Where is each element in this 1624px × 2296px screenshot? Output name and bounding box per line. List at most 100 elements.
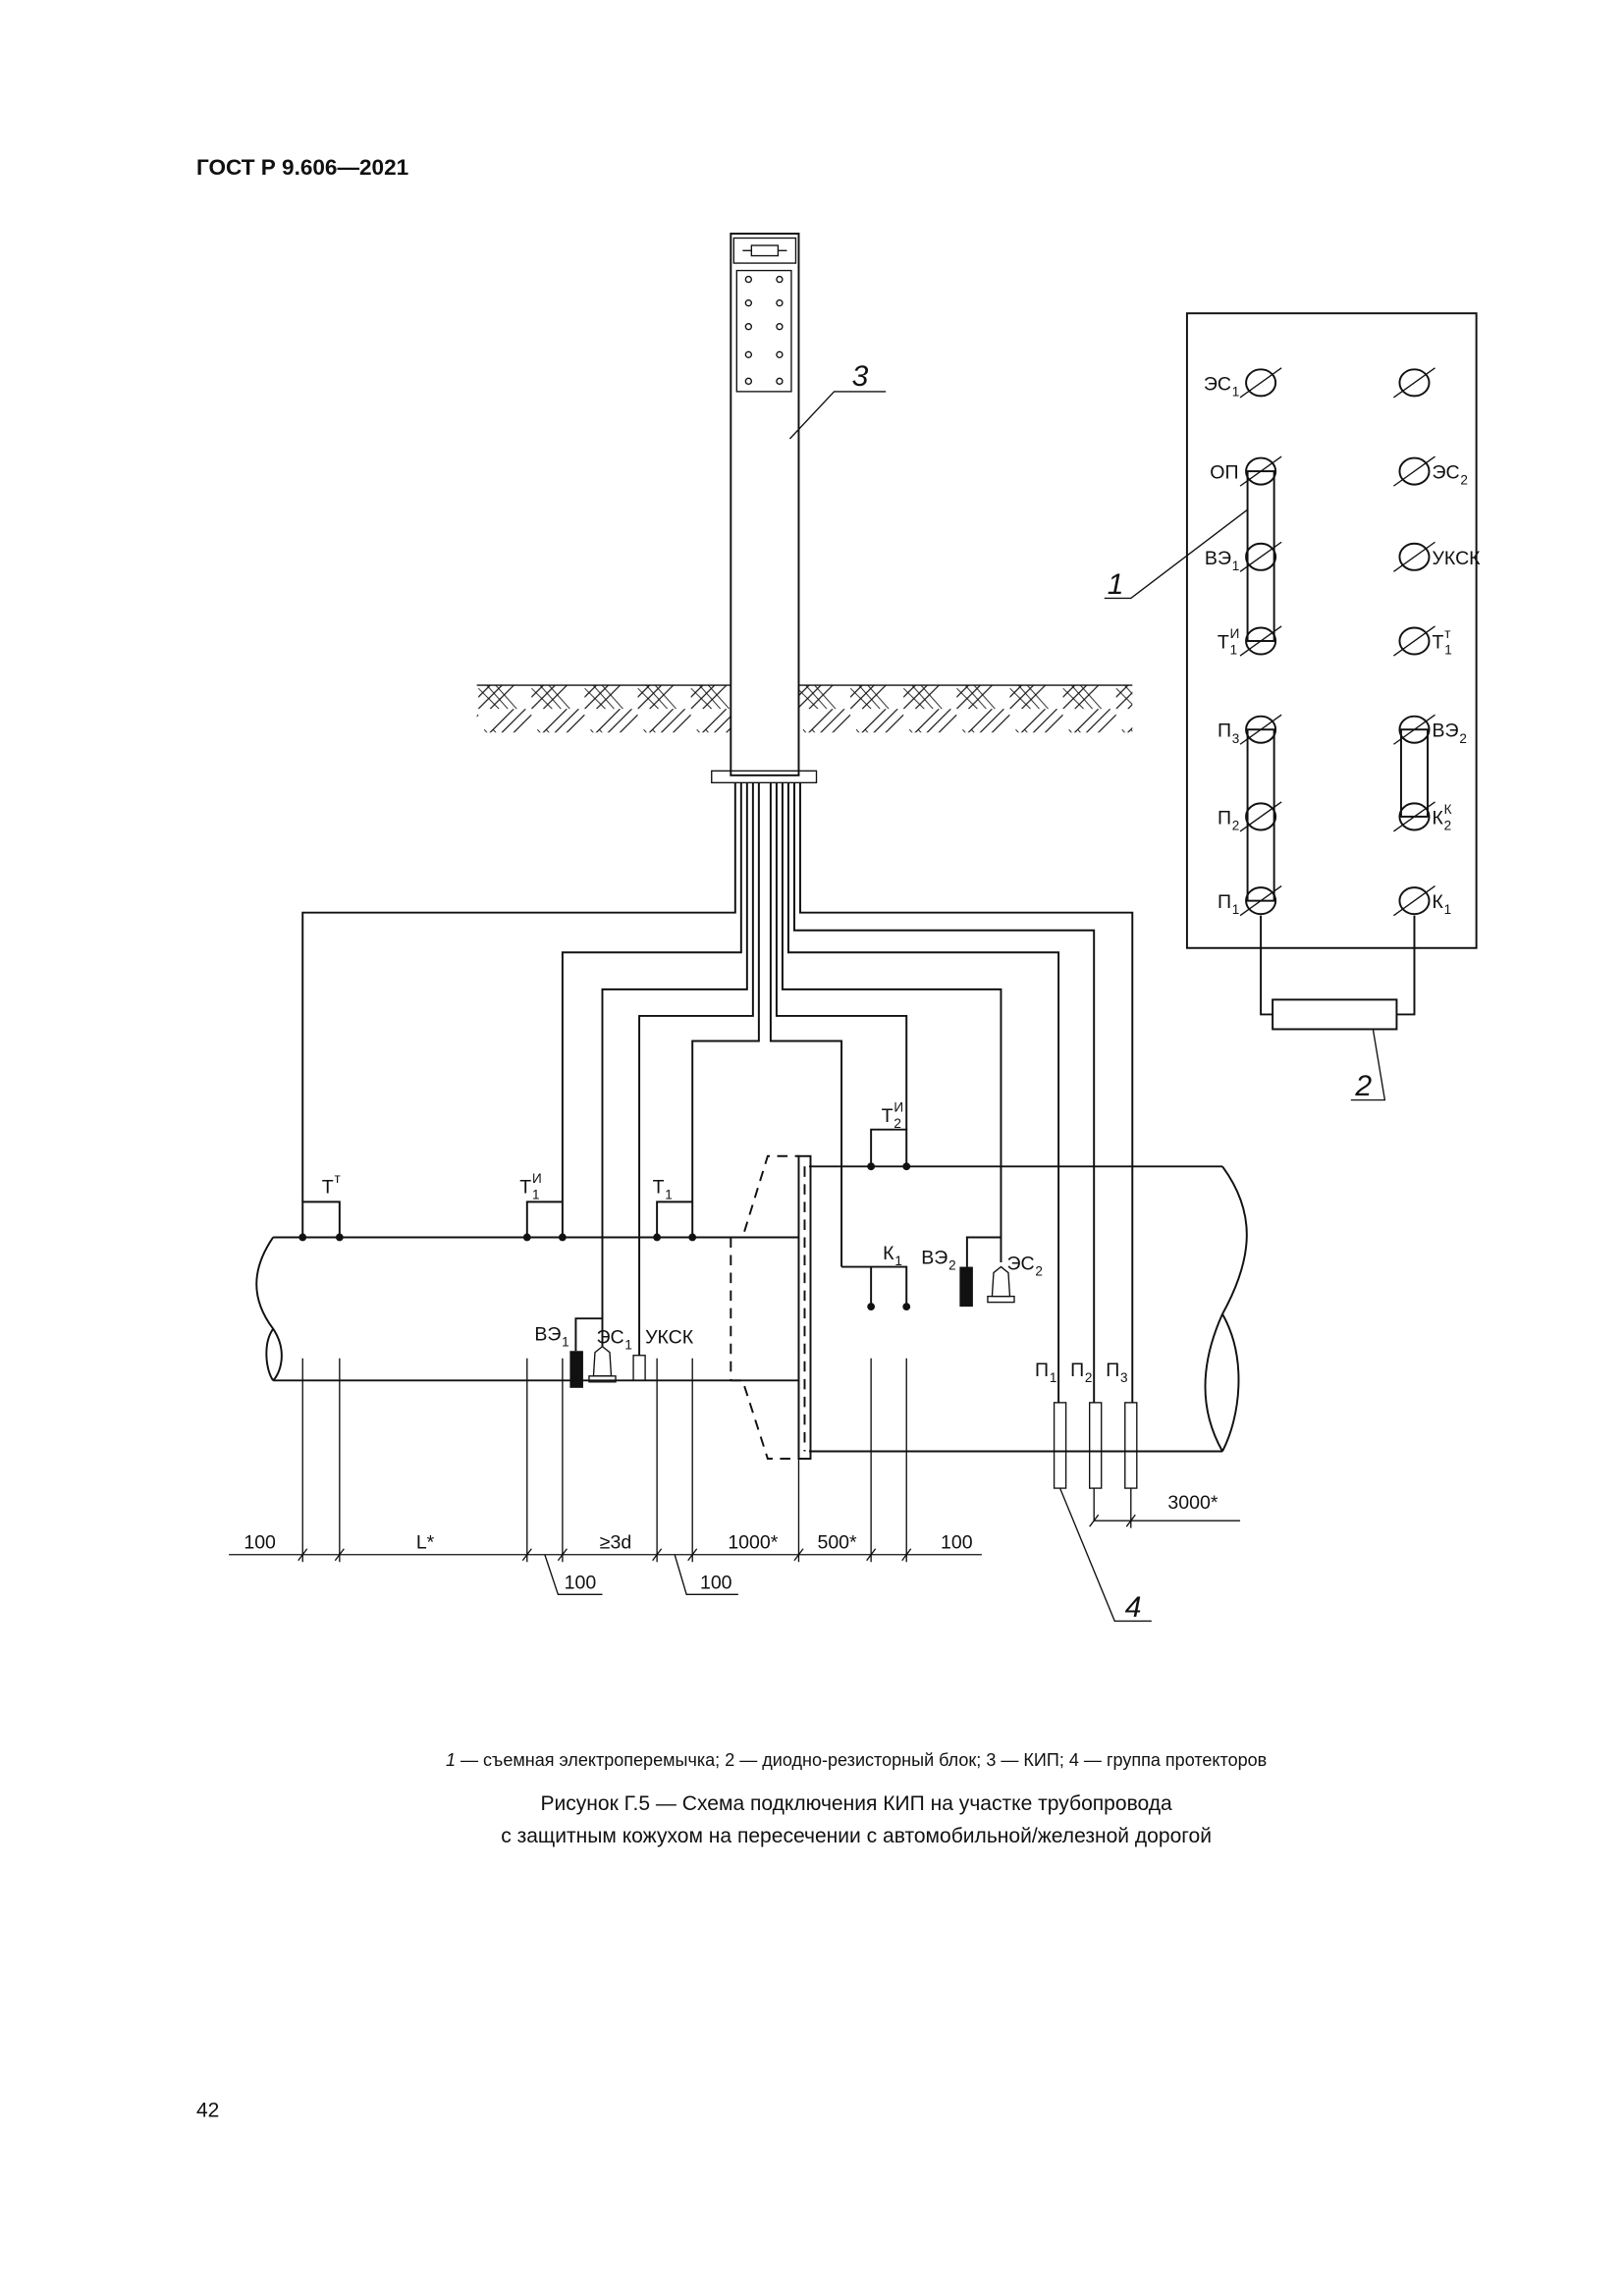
- cable: [601, 782, 748, 1319]
- svg-text:1: 1: [1232, 902, 1240, 917]
- cable: [786, 782, 1060, 1403]
- svg-text:К: К: [1444, 802, 1452, 817]
- contact-node-icon: [867, 1162, 876, 1171]
- terminal-screw-icon: [1393, 625, 1435, 657]
- auxiliary-electrode-icon: [959, 1266, 973, 1308]
- svg-text:1: 1: [1444, 643, 1452, 658]
- contact-node-icon: [335, 1233, 344, 1242]
- svg-text:К: К: [883, 1243, 894, 1264]
- svg-text:т: т: [1444, 626, 1450, 641]
- svg-text:1: 1: [665, 1187, 673, 1201]
- svg-text:1: 1: [532, 1187, 540, 1201]
- terminal-icon: [744, 350, 753, 358]
- cable: [561, 782, 742, 1238]
- terminal-screw-icon: [1239, 885, 1282, 917]
- cable: [638, 782, 754, 1356]
- dimension-label: 100: [700, 1572, 732, 1593]
- contact-node-icon: [688, 1233, 697, 1242]
- reference-electrode-icon: [987, 1265, 1015, 1304]
- terminal-screw-icon: [1239, 801, 1282, 832]
- svg-text:ОП: ОП: [1210, 462, 1238, 484]
- svg-text:И: И: [893, 1100, 903, 1115]
- ground-hatch: [798, 685, 1133, 733]
- terminal-screw-icon: [1239, 625, 1282, 657]
- svg-text:К: К: [1433, 891, 1444, 913]
- svg-text:1: 1: [1444, 902, 1452, 917]
- protector-icon: [1053, 1402, 1067, 1489]
- dimension-label: 3000*: [1167, 1492, 1218, 1514]
- svg-text:Т: Т: [1433, 632, 1444, 654]
- cable: [301, 782, 736, 1202]
- terminal-icon: [744, 377, 753, 386]
- electrodes: [298, 1128, 1138, 1489]
- svg-text:И: И: [532, 1171, 542, 1186]
- contact-node-icon: [902, 1162, 911, 1171]
- terminal-icon: [744, 298, 753, 307]
- protector-icon: [1089, 1402, 1103, 1489]
- panel-label-left: ОП: [1210, 462, 1238, 484]
- contact-node-icon: [867, 1303, 876, 1311]
- dimension-label: 100: [244, 1532, 276, 1554]
- svg-text:2: 2: [1444, 818, 1452, 832]
- terminal-icon: [744, 275, 753, 284]
- svg-text:П: П: [1218, 721, 1231, 742]
- pipe-label: УКСК: [645, 1327, 694, 1349]
- cable: [691, 782, 760, 1238]
- cable: [781, 782, 1002, 1238]
- svg-text:П: П: [1070, 1360, 1084, 1381]
- svg-text:Т: Т: [519, 1176, 531, 1198]
- svg-text:ВЭ: ВЭ: [921, 1248, 947, 1269]
- svg-text:2: 2: [1035, 1264, 1043, 1279]
- svg-text:1: 1: [1232, 559, 1240, 573]
- svg-text:ВЭ: ВЭ: [1205, 548, 1231, 569]
- svg-text:УКСК: УКСК: [645, 1327, 694, 1349]
- cable: [769, 782, 843, 1267]
- callout-2: 2: [1354, 1070, 1372, 1102]
- contact-node-icon: [298, 1233, 307, 1242]
- svg-text:Т: Т: [322, 1176, 334, 1198]
- svg-text:К: К: [1433, 807, 1444, 828]
- contact-node-icon: [653, 1233, 662, 1242]
- svg-text:П: П: [1106, 1360, 1119, 1381]
- cable: [798, 782, 1134, 1403]
- svg-text:П: П: [1218, 807, 1231, 828]
- svg-text:2: 2: [1460, 473, 1468, 488]
- svg-text:3: 3: [1232, 731, 1240, 746]
- svg-text:2: 2: [893, 1116, 901, 1131]
- callout-1: 1: [1108, 568, 1124, 601]
- cable: [775, 782, 908, 1130]
- terminal-screw-icon: [1393, 541, 1435, 572]
- page-number: 42: [196, 2100, 219, 2122]
- corrosion-sensor-icon: [632, 1355, 646, 1381]
- contact-node-icon: [558, 1233, 567, 1242]
- document-id: ГОСТ Р 9.606—2021: [196, 155, 408, 180]
- dimension-label: 100: [941, 1532, 973, 1554]
- svg-text:Т: Т: [882, 1105, 893, 1127]
- svg-text:УКСК: УКСК: [1433, 548, 1482, 569]
- svg-text:ВЭ: ВЭ: [534, 1324, 561, 1346]
- terminal-screw-icon: [1239, 455, 1282, 487]
- svg-text:1: 1: [624, 1338, 632, 1353]
- svg-text:т: т: [334, 1171, 340, 1186]
- svg-text:Т: Т: [653, 1176, 665, 1198]
- callout-4: 4: [1125, 1591, 1142, 1624]
- figure-title: Рисунок Г.5 — Схема подключения КИП на у…: [540, 1792, 1172, 1815]
- svg-text:ЭС: ЭС: [1204, 373, 1231, 395]
- terminal-screw-icon: [1393, 714, 1435, 745]
- terminal-screw-icon: [1239, 541, 1282, 572]
